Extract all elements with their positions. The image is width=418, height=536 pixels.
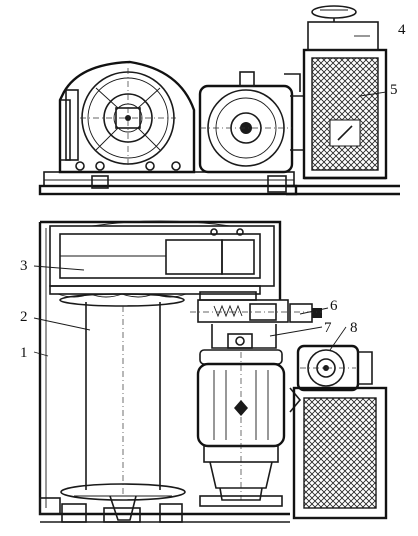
- label-6: 6: [330, 298, 338, 314]
- control-box-top: [307, 5, 379, 51]
- side-base-frame: [38, 171, 400, 196]
- housing-bolts: [75, 161, 181, 171]
- gear-housing: [58, 60, 196, 174]
- resistor-cabinet-plan: [292, 386, 388, 520]
- motor-side: [198, 71, 305, 174]
- label-8: 8: [350, 320, 358, 336]
- reducer-housing-plan: [49, 220, 275, 298]
- main-motor-plan: [196, 349, 286, 507]
- plan-view: [38, 220, 388, 523]
- motor-bracket: [211, 324, 277, 349]
- small-motor-plan: [289, 344, 373, 413]
- drum-plan: [59, 293, 186, 521]
- leader-lines: [33, 35, 387, 357]
- label-5: 5: [390, 82, 398, 98]
- brake-coupling-assembly: [190, 291, 322, 323]
- resistor-cabinet-side: [302, 48, 388, 180]
- label-3: 3: [20, 258, 28, 274]
- drum-gear: [80, 68, 176, 168]
- label-7: 7: [324, 320, 332, 336]
- label-4: 4: [398, 22, 406, 38]
- label-1: 1: [20, 345, 28, 361]
- side-elevation-view: [38, 5, 400, 196]
- label-2: 2: [20, 309, 28, 325]
- plan-base-frame: [38, 220, 290, 523]
